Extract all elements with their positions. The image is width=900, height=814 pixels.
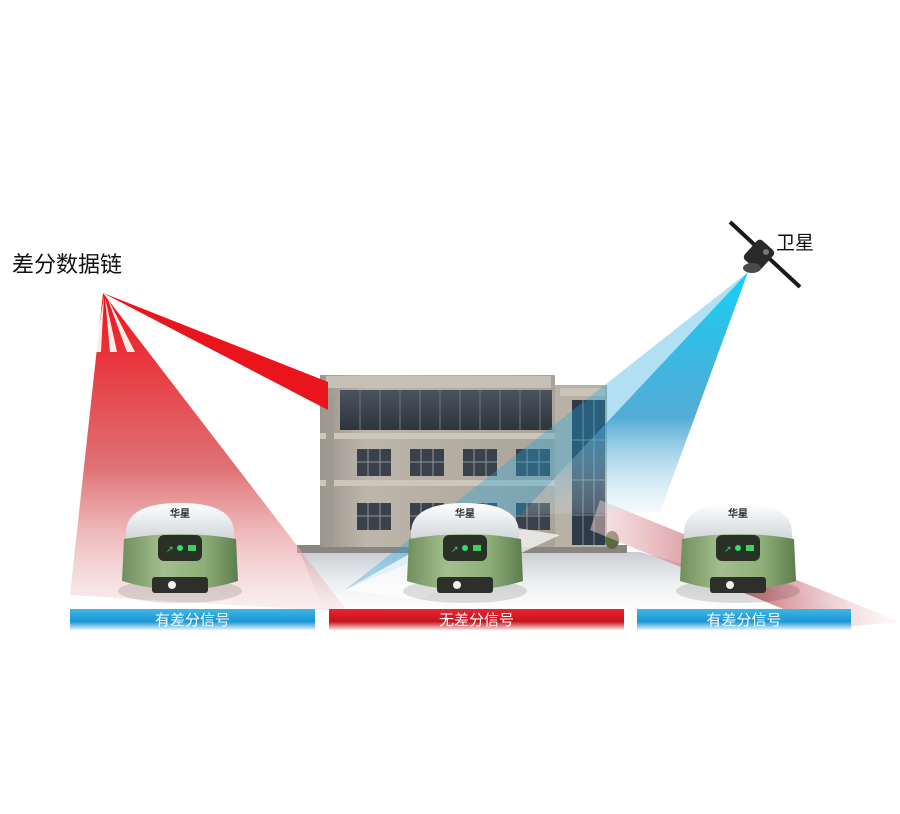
status-band-left: 有差分信号 <box>70 609 315 630</box>
svg-text:↗: ↗ <box>166 545 174 555</box>
status-band-right: 有差分信号 <box>637 609 851 630</box>
svg-text:↗: ↗ <box>451 545 459 555</box>
svg-text:↗: ↗ <box>724 545 732 555</box>
receiver-brand-right: 华星 <box>728 507 748 520</box>
status-band-center: 无差分信号 <box>329 609 624 630</box>
datalink-label: 差分数据链 <box>12 247 122 279</box>
receiver-brand-left: 华星 <box>170 507 190 520</box>
receiver-brand-center: 华星 <box>455 507 475 520</box>
satellite-label: 卫星 <box>776 228 814 255</box>
